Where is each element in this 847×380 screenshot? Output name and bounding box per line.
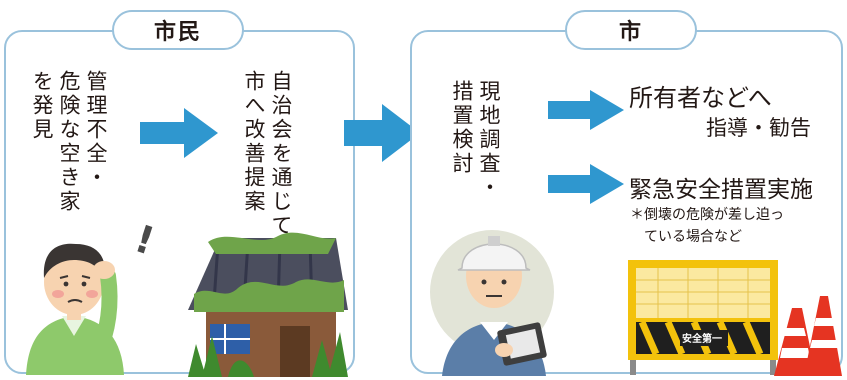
arrow-to-emergency (548, 164, 624, 204)
discover-text: 管理不全・危険な空き家を発見 (30, 70, 108, 214)
arrow-citizen-to-city (344, 104, 420, 162)
emergency-note: ＊倒壊の危険が差し迫っ ている場合など (630, 207, 784, 245)
ruined-house-illustration (188, 232, 348, 377)
worried-man-illustration (26, 243, 124, 375)
guidance-line1: 所有者などへ (629, 84, 772, 112)
arrow-discover-to-propose (140, 108, 218, 158)
arrow-to-guidance (548, 90, 624, 130)
city-tab: 市 (565, 10, 697, 50)
traffic-cone-icon (774, 296, 842, 376)
emergency-title: 緊急安全措置実施 (629, 177, 813, 203)
citizen-tab: 市民 (112, 10, 244, 50)
inspector-illustration (430, 230, 554, 376)
barricade-sign: 安全第一 (682, 334, 722, 345)
guidance-line2: 指導・勧告 (706, 116, 811, 140)
survey-text: 現地調査・措置検討 (450, 80, 501, 200)
barricade-illustration (628, 260, 778, 375)
propose-text: 自治会を通じて市へ改善提案 (242, 70, 293, 238)
